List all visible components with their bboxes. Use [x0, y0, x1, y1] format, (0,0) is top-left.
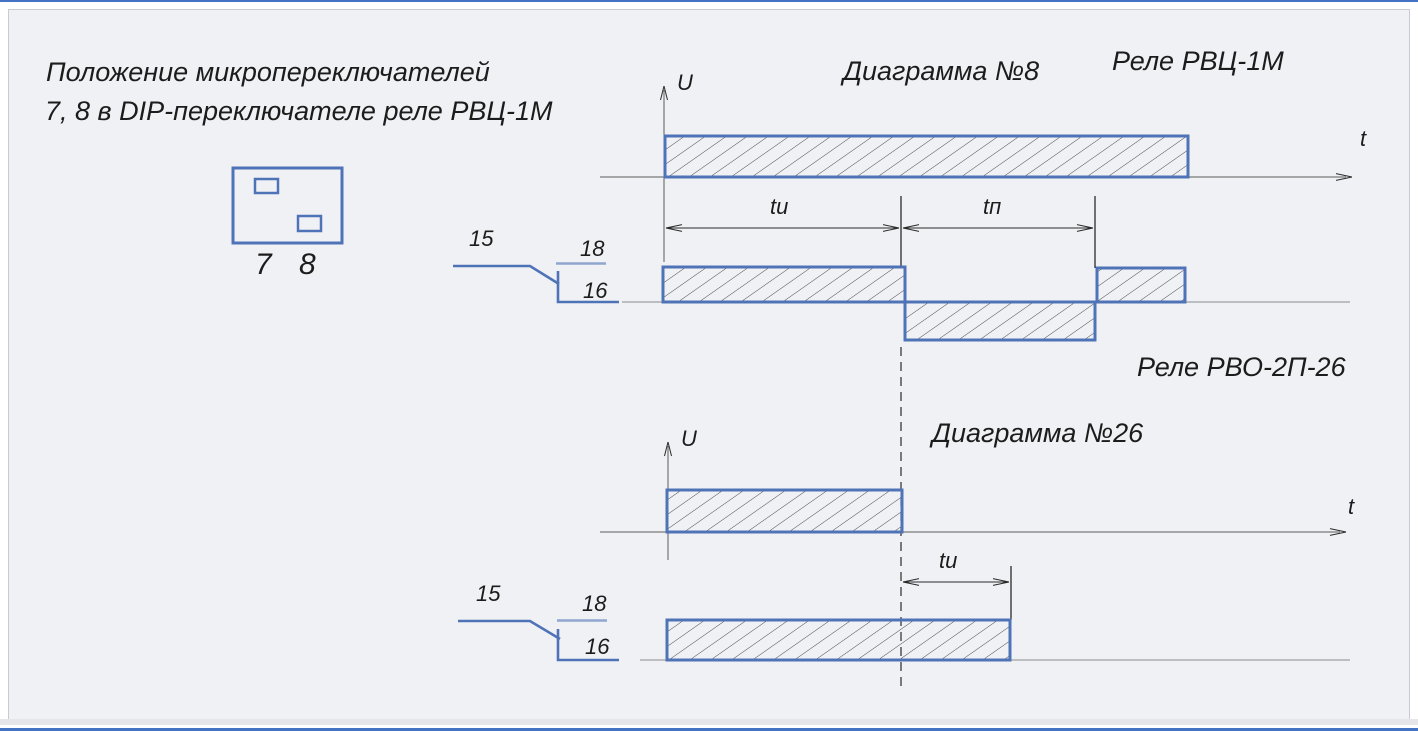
- d8-supply-pulse-bar: [663, 134, 1190, 179]
- d26-contact-16-label: 16: [585, 634, 610, 659]
- dip-switch-body: [231, 166, 344, 245]
- d26-contact-15-label: 15: [476, 581, 501, 606]
- d8-contact-16-label: 16: [583, 278, 608, 303]
- d26-supply-pulse-bar: [665, 488, 904, 534]
- d26-contact-no-terminal: [556, 629, 619, 662]
- d8-output-bar-repeat: [1095, 266, 1187, 304]
- d26-contact-common-arm: [458, 619, 561, 641]
- d8-output-bar-below: [903, 300, 1097, 342]
- dip-switch-7-slider: [253, 177, 280, 195]
- sheet-frame: [8, 9, 1410, 720]
- d26-output-bar: [665, 618, 1012, 662]
- d26-u-axis-arrow: [664, 441, 672, 457]
- d26-t-axis-arrow: [1329, 528, 1347, 536]
- d8-contact-symbol: [453, 262, 619, 304]
- bottom-window-band: [0, 719, 1418, 725]
- dip-switch-8-slider: [296, 214, 323, 233]
- d8-contact-18-label: 18: [580, 236, 605, 261]
- d8-dim-arrows-pause: [902, 224, 1094, 232]
- diagram26-plot: [458, 441, 1350, 662]
- d26-u-axis-label: U: [681, 426, 697, 451]
- bottom-border-strip: [0, 728, 1418, 731]
- diagram26-title: Диаграмма №26: [932, 418, 1144, 448]
- d26-dim-arrows-impulse: [902, 578, 1010, 586]
- d8-contact-15-label: 15: [469, 226, 494, 251]
- diagram8-relay-name: Реле РВЦ-1М: [1112, 46, 1284, 76]
- d26-impulse-time-label: tи: [939, 548, 958, 573]
- d26-contact-symbol: [458, 619, 619, 662]
- d8-output-bar-closed: [661, 265, 907, 304]
- d8-impulse-time-label: tи: [770, 194, 789, 219]
- d8-contact-no-terminal: [556, 271, 619, 304]
- dip-switch-8-label: 8: [299, 248, 316, 281]
- d8-u-axis-label: U: [677, 70, 693, 95]
- header-line2: 7, 8 в DIP-переключателе реле РВЦ-1М: [45, 96, 553, 126]
- d8-t-axis-label: t: [1360, 126, 1367, 151]
- dip-switch-7-label: 7: [255, 248, 272, 281]
- d8-contact-common-arm: [453, 264, 560, 286]
- d8-pause-time-label: tп: [983, 194, 1002, 219]
- d8-u-axis-arrow: [660, 85, 668, 101]
- diagram8-title: Диаграмма №8: [843, 56, 1040, 86]
- d26-t-axis-label: t: [1348, 494, 1355, 519]
- diagram26-relay-name: Реле РВО-2П-26: [1137, 352, 1346, 382]
- header-line1: Положение микропереключателей: [46, 57, 490, 87]
- diagram8-plot: [453, 85, 1353, 686]
- d26-contact-18-label: 18: [582, 591, 607, 616]
- top-border-strip: [0, 0, 1418, 2]
- d8-dim-arrows-impulse: [665, 224, 900, 232]
- d8-t-axis-arrow: [1335, 173, 1353, 181]
- dip-switch-drawing: [231, 166, 344, 245]
